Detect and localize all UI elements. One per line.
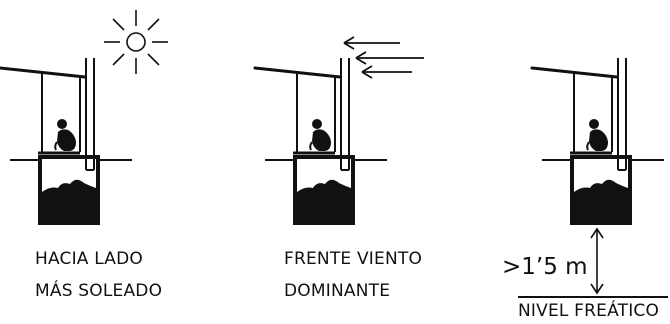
panel-1-label-line1: HACIA LADO <box>35 249 143 269</box>
latrine-2 <box>253 56 389 225</box>
distance-label: >1’5 m <box>502 254 588 280</box>
sun-icon <box>104 10 168 74</box>
distance-arrow <box>590 227 604 295</box>
panel-3-label: NIVEL FREÁTICO <box>518 301 660 321</box>
panel-2-label-line2: DOMINANTE <box>284 281 391 301</box>
panel-1-label-line2: MÁS SOLEADO <box>35 281 163 301</box>
latrine-3 <box>530 56 666 225</box>
panel-2-label-line1: FRENTE VIENTO <box>284 249 423 269</box>
latrine-1 <box>0 56 134 225</box>
wind-arrows-icon <box>343 36 424 79</box>
